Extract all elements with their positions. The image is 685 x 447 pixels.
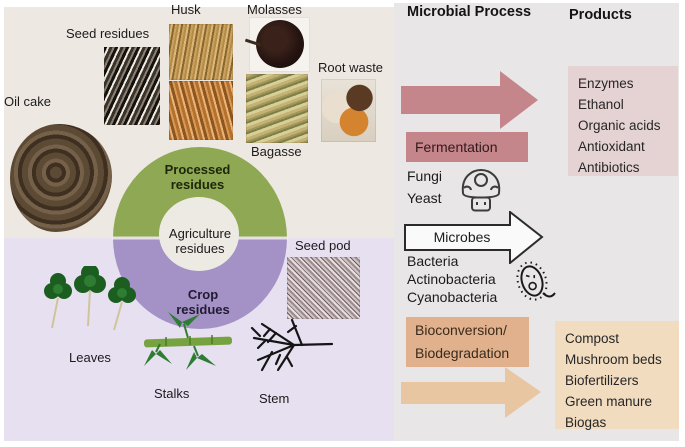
bagasse-photo [246,74,308,143]
seed-residues-photo [104,47,160,125]
bacteria-icon [516,261,556,301]
ring-bottom-purple-half [113,238,287,329]
fermentation-arrow [401,71,538,129]
bamboo-stalks-drawing [143,312,233,370]
agriculture-residues-label: Agriculture residues [168,226,232,256]
product-item: Organic acids [578,118,661,133]
leaves-label: Leaves [69,350,111,365]
stem-branch-drawing [250,318,334,372]
microbes-arrow [404,211,544,264]
yeast-label: Yeast [407,190,442,206]
bioconversion-arrow [401,367,541,418]
oil-cake-photo [10,124,112,232]
molasses-blob [256,20,304,68]
clover-leaves-drawing [44,266,136,331]
bioconversion-box: Bioconversion/ Biodegradation [406,317,529,367]
fermentation-products-box: Enzymes Ethanol Organic acids Antioxidan… [568,66,678,176]
seed-pod-photo [287,257,360,319]
bioconversion-products-box: Compost Mushroom beds Biofertilizers Gre… [555,321,679,430]
product-item: Enzymes [578,76,634,91]
rice-husk-photo [169,81,233,140]
product-item: Green manure [565,394,653,409]
seed-residues-label: Seed residues [66,26,150,41]
husk-label: Husk [171,2,201,17]
husk-photo [169,24,233,80]
product-item: Ethanol [578,97,624,112]
products-header: Products [569,7,632,23]
residues-ring-diagram [112,147,288,329]
fungi-label: Fungi [407,168,443,184]
root-waste-photo [321,79,376,142]
stem-label: Stem [259,391,290,406]
bagasse-label: Bagasse [251,144,302,159]
microbial-process-header: Microbial Process [407,4,532,20]
seed-pod-label: Seed pod [295,238,351,253]
bioconversion-box-line2: Biodegradation [415,345,510,361]
ring-top-green-half [113,147,287,238]
product-item: Biofertilizers [565,373,639,388]
cyanobacteria-label: Cyanobacteria [407,289,498,305]
molasses-photo [244,17,310,72]
bioconversion-box-line1: Bioconversion/ [415,322,507,338]
product-item: Mushroom beds [565,352,662,367]
ring-center-hole [159,197,239,271]
fermentation-box: Fermentation [406,132,528,162]
bacteria-label: Bacteria [407,253,459,269]
mushroom-icon [461,168,501,212]
stalks-label: Stalks [154,386,190,401]
oil-cake-label: Oil cake [4,94,51,109]
microbes-arrow-label: Microbes [433,229,491,245]
processed-residues-ring-label: Processed residues [164,162,231,192]
crop-residues-ring-label: Crop residues [176,287,230,317]
actinobacteria-label: Actinobacteria [407,271,496,287]
product-item: Compost [565,331,620,346]
root-waste-label: Root waste [318,60,384,75]
product-item: Biogas [565,415,607,430]
product-item: Antioxidant [578,139,645,154]
molasses-label: Molasses [247,2,302,17]
product-item: Antibiotics [578,160,640,175]
